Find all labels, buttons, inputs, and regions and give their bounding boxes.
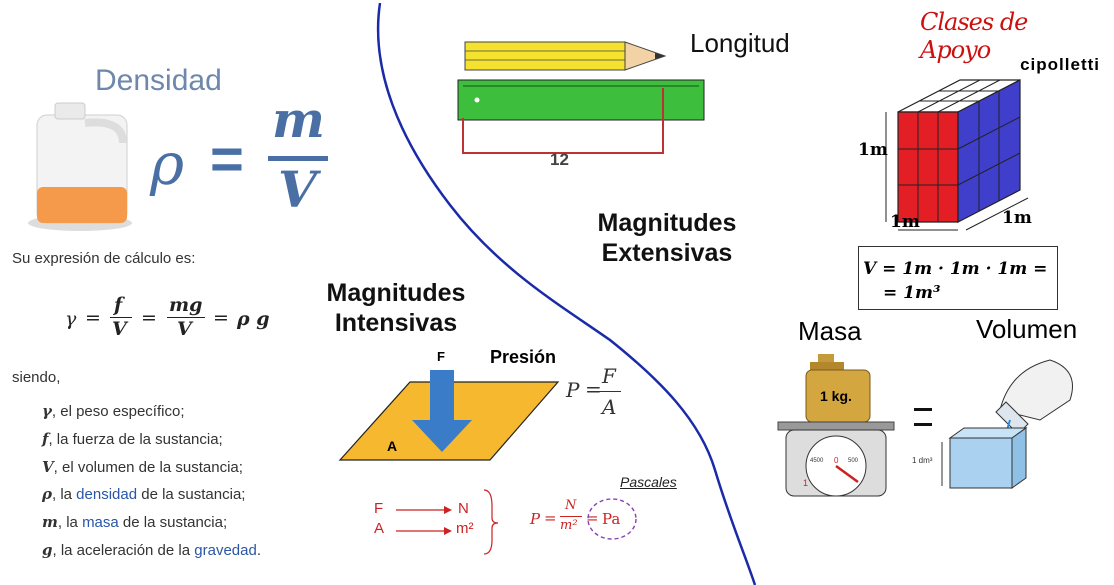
def-row: ρ, la densidad de la sustancia; <box>42 485 246 504</box>
pressure-plate <box>338 370 560 461</box>
area-label: A <box>387 438 398 454</box>
denominator-V: V <box>278 160 317 219</box>
rubik-cube <box>885 79 1029 231</box>
density-formula: ρ = m V <box>150 90 340 228</box>
pascales-label: Pascales <box>620 474 677 490</box>
pressure-formula: P = F A <box>566 364 646 424</box>
siendo-label: siendo, <box>12 369 61 386</box>
ruler-measure: 12 <box>550 150 569 169</box>
brand-script: Clases de Apoyo <box>920 8 1028 64</box>
density-title: Densidad <box>95 64 222 97</box>
pressure-units: F A N m² P = N m² = Pa <box>370 480 690 560</box>
scale-number-0: 4500 <box>810 458 824 464</box>
def-row: g, la aceleración de la gravedad. <box>42 540 261 559</box>
cube-label-bottom-right: 1m <box>1002 208 1032 228</box>
expression-intro: Su expresión de cálculo es: <box>12 250 196 267</box>
longitud-label: Longitud <box>690 28 790 58</box>
equals-sign-mass <box>914 408 932 426</box>
scale-illustration <box>777 354 895 497</box>
fraction-bar <box>268 156 328 161</box>
volumen-label: Volumen <box>976 314 1078 344</box>
scale-number-3: 1 <box>803 478 809 488</box>
weight-label: 1 kg. <box>820 388 852 404</box>
jug-illustration <box>28 102 132 231</box>
brand-city: cipolletti <box>1020 55 1100 74</box>
gamma-formula: γ = f V = mg V = ρ g <box>65 294 270 340</box>
cube-label-left: 1m <box>858 140 888 160</box>
brand-logo: Clases de Apoyo cipolletti <box>920 8 1100 75</box>
numerator-m: m <box>272 90 325 149</box>
def-row: V, el volumen de la sustancia; <box>42 457 243 476</box>
presion-title: Presión <box>490 347 557 367</box>
cube-label-bottom-left: 1m <box>890 212 920 232</box>
def-row: γ, el peso específico; <box>42 402 185 420</box>
water-pour-illustration <box>941 359 1073 489</box>
equals-sign: = <box>210 127 244 192</box>
link-densidad[interactable]: densidad <box>76 486 138 504</box>
definitions-list: γ, el peso específico; f, la fuerza de l… <box>42 398 261 565</box>
def-row: m, la masa de la sustancia; <box>42 513 228 532</box>
volume-formula-box: V = 1m · 1m · 1m = = 1m³ <box>858 246 1058 310</box>
dm3-label: 1 dm³ <box>912 456 933 465</box>
rho-symbol: ρ <box>150 130 185 198</box>
def-row: f, la fuerza de la sustancia; <box>42 429 223 448</box>
link-masa[interactable]: masa <box>82 514 119 532</box>
scale-number-1: 0 <box>834 456 839 465</box>
masa-label: Masa <box>798 316 862 346</box>
scale-number-2: 500 <box>848 458 859 464</box>
force-label: F <box>437 349 445 364</box>
pencil-ruler <box>457 41 705 154</box>
link-gravedad[interactable]: gravedad <box>194 541 257 559</box>
